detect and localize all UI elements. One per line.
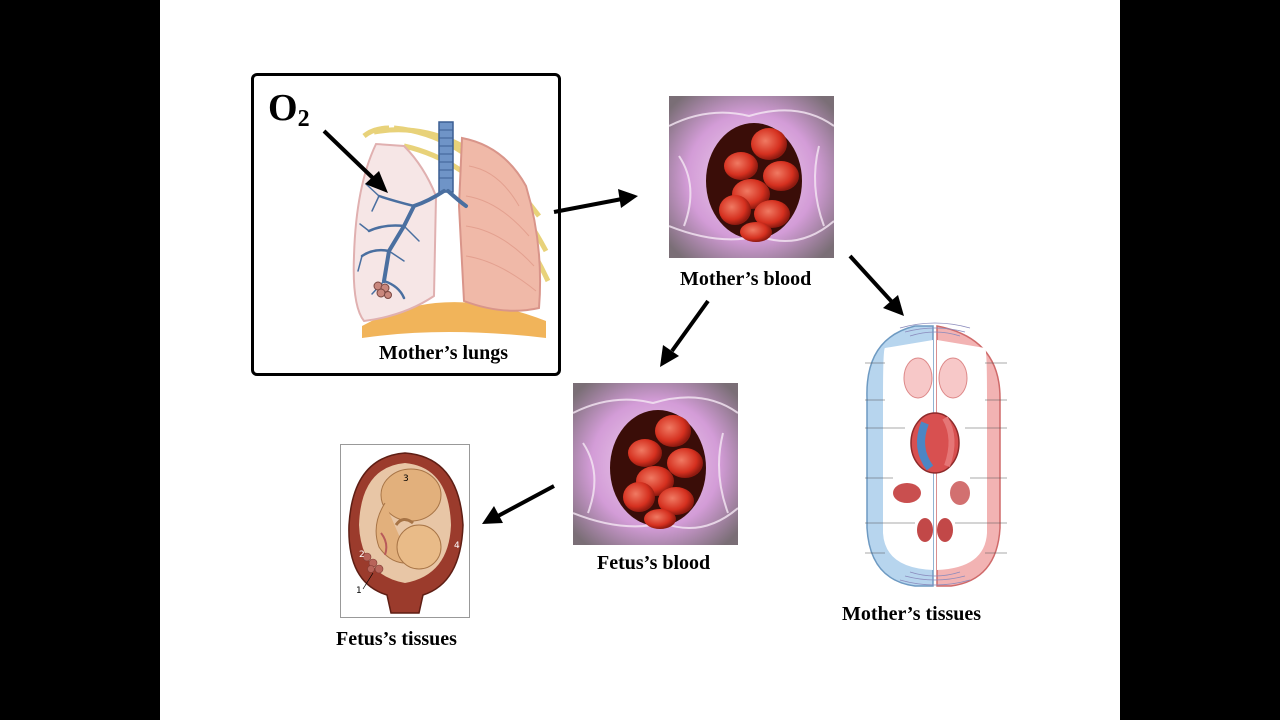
arrow-mothers-blood-to-fetus-blood [660, 299, 710, 367]
mothers-lungs-box: O2 [251, 73, 561, 376]
fetus-blood-label: Fetus’s blood [597, 552, 711, 574]
uterus-marker-1: 1 [356, 586, 362, 596]
arrow-lungs-to-mothers-blood [553, 189, 638, 214]
slide: O2 [160, 0, 1120, 720]
oxygen-arrow [322, 129, 388, 193]
oxygen-label: O2 [268, 87, 310, 132]
arrow-mothers-blood-to-mothers-tissues [848, 254, 904, 316]
circulation-diagram [845, 318, 1027, 593]
left-lung [352, 142, 438, 323]
fetus-blood-image [573, 383, 738, 545]
uterus-marker-3: 3 [403, 474, 409, 484]
uterus-marker-2: 2 [359, 550, 365, 560]
mothers-lungs-label: Mother’s lungs [379, 342, 509, 364]
fetus-uterus-image: 3 2 4 1 [340, 444, 470, 618]
trachea [438, 121, 454, 193]
alveoli-cluster [373, 281, 392, 299]
fetus-tissues-label: Fetus’s tissues [336, 628, 457, 650]
diaphragm [362, 302, 546, 338]
right-lung [457, 136, 542, 312]
arrow-fetus-blood-to-fetus-tissues [482, 484, 555, 524]
lung-texture [465, 165, 537, 292]
mothers-blood-image [669, 96, 834, 258]
mothers-blood-label: Mother’s blood [680, 268, 812, 290]
bronchial-tree [357, 183, 468, 300]
trachea-rings [439, 129, 453, 179]
uterus-marker-4: 4 [454, 541, 460, 551]
mothers-tissues-label: Mother’s tissues [842, 603, 982, 625]
lungs-illustration [322, 121, 551, 338]
